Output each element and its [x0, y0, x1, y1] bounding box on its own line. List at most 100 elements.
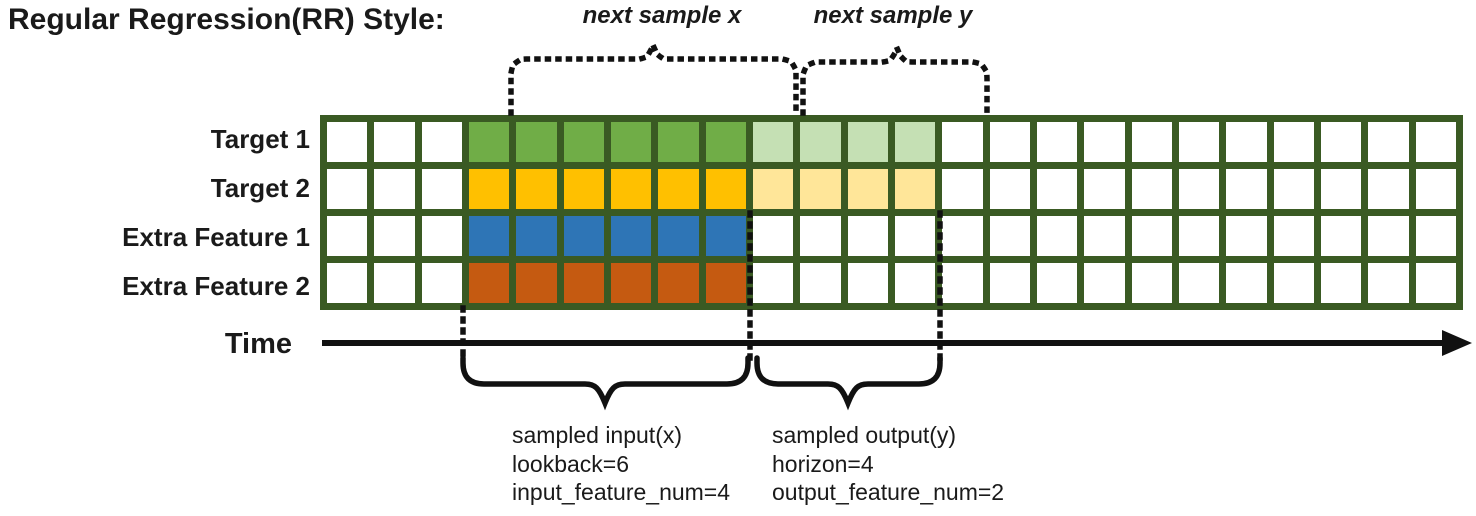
grid-cell [1178, 216, 1220, 256]
grid-cell [468, 122, 510, 162]
grid-cell [1273, 122, 1314, 162]
grid-cell [374, 122, 415, 162]
grid-cell [705, 216, 746, 256]
next-sample-y-brace-icon [800, 40, 990, 116]
grid-cell [1178, 122, 1220, 162]
grid-cell [1320, 216, 1362, 256]
grid-cell [894, 122, 936, 162]
grid-cell [1084, 169, 1125, 209]
lookback-value: lookback=6 [512, 450, 629, 477]
grid-cell [327, 169, 368, 209]
grid-cell [610, 122, 652, 162]
time-arrow-head-icon [1442, 330, 1472, 356]
grid-cell [516, 122, 557, 162]
grid-cell [800, 216, 841, 256]
grid-cell [1320, 169, 1362, 209]
grid-cell [374, 216, 415, 256]
grid-cell [847, 263, 888, 303]
grid-cell [705, 122, 746, 162]
grid-cell [752, 263, 794, 303]
grid-cell [658, 122, 699, 162]
grid-cell [989, 122, 1030, 162]
grid-cell [942, 169, 983, 209]
grid-cell [894, 216, 936, 256]
sampled-input-annotation: sampled input(x) lookback=6 input_featur… [512, 421, 730, 507]
grid-cell [563, 216, 604, 256]
grid-cell [1226, 169, 1267, 209]
grid-cell [421, 169, 462, 209]
grid-cell [374, 169, 415, 209]
grid-cell [942, 122, 983, 162]
next-sample-y-label: next sample y [813, 2, 973, 29]
grid-cell [1226, 216, 1267, 256]
grid-cell [894, 169, 936, 209]
input-feature-num-value: input_feature_num=4 [512, 479, 731, 505]
grid-cell [1368, 216, 1409, 256]
grid-cell [800, 263, 841, 303]
grid-cell [989, 263, 1030, 303]
grid-cell [468, 169, 510, 209]
grid-cell [752, 216, 794, 256]
grid-cell [374, 263, 415, 303]
grid-cell [327, 216, 368, 256]
grid-cell [942, 216, 983, 256]
grid-cell [1415, 216, 1456, 256]
grid-cell [516, 216, 557, 256]
grid-cell [658, 216, 699, 256]
grid-cell [847, 216, 888, 256]
grid-cell [468, 263, 510, 303]
grid-cell [942, 263, 983, 303]
grid-cell [1131, 122, 1172, 162]
row-label-extra-feature-1: Extra Feature 1 [122, 222, 310, 252]
grid-cell [1320, 122, 1362, 162]
grid-cell [894, 263, 936, 303]
next-sample-x-brace-icon [508, 37, 799, 116]
grid-cell [1368, 169, 1409, 209]
grid-cell [1415, 169, 1456, 209]
grid-cell [847, 122, 888, 162]
grid-cell [421, 122, 462, 162]
grid-cell [468, 216, 510, 256]
grid-cell [705, 263, 746, 303]
grid-cell [1368, 122, 1409, 162]
row-label-extra-feature-2: Extra Feature 2 [122, 271, 310, 301]
grid-cell [1131, 263, 1172, 303]
grid-cell [1131, 216, 1172, 256]
grid-cell [752, 169, 794, 209]
grid-cell [1084, 122, 1125, 162]
grid-cell [1273, 263, 1314, 303]
grid-cell [1226, 263, 1267, 303]
grid-cell [1178, 169, 1220, 209]
grid-cell [658, 169, 699, 209]
grid-cell [563, 122, 604, 162]
grid-cell [1226, 122, 1267, 162]
sampled-input-title: sampled input(x) [512, 422, 683, 448]
grid-cell [327, 263, 368, 303]
grid-cell [327, 122, 368, 162]
sampled-output-brace-icon [754, 355, 943, 411]
output-feature-num-value: output_feature_num=2 [772, 479, 1005, 505]
grid-cell [1084, 263, 1125, 303]
grid-cell [1036, 122, 1078, 162]
grid-cell [1368, 263, 1409, 303]
grid-cell [516, 169, 557, 209]
grid-cell [989, 216, 1030, 256]
next-sample-x-label: next sample x [582, 2, 742, 29]
grid-cell [421, 216, 462, 256]
sampled-output-title: sampled output(y) [772, 422, 957, 448]
grid-cell [1320, 263, 1362, 303]
grid-cell [1084, 216, 1125, 256]
grid-cell [1273, 169, 1314, 209]
sample-grid [320, 115, 1463, 310]
row-label-target-2: Target 2 [210, 173, 310, 203]
grid-cell [1131, 169, 1172, 209]
grid-cell [989, 169, 1030, 209]
grid-cell [610, 216, 652, 256]
grid-cell [800, 122, 841, 162]
grid-cell [1036, 169, 1078, 209]
grid-cell [752, 122, 794, 162]
grid-cell [800, 169, 841, 209]
grid-cell [563, 263, 604, 303]
time-axis-label: Time [224, 328, 292, 360]
grid-cell [847, 169, 888, 209]
